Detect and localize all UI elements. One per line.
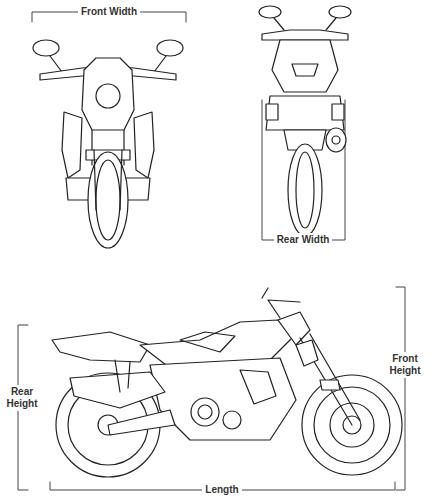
front-view	[33, 40, 183, 248]
dimension-label: Front Width	[78, 5, 140, 19]
dimension-label: Length	[202, 483, 241, 497]
dimension-label: Rear Width	[274, 233, 333, 247]
dimension-lines	[18, 12, 405, 490]
side-view	[52, 288, 402, 477]
dimension-label: Rear Height	[2, 385, 42, 411]
rear-view	[259, 6, 351, 236]
dimension-label: Front Height	[382, 352, 428, 378]
